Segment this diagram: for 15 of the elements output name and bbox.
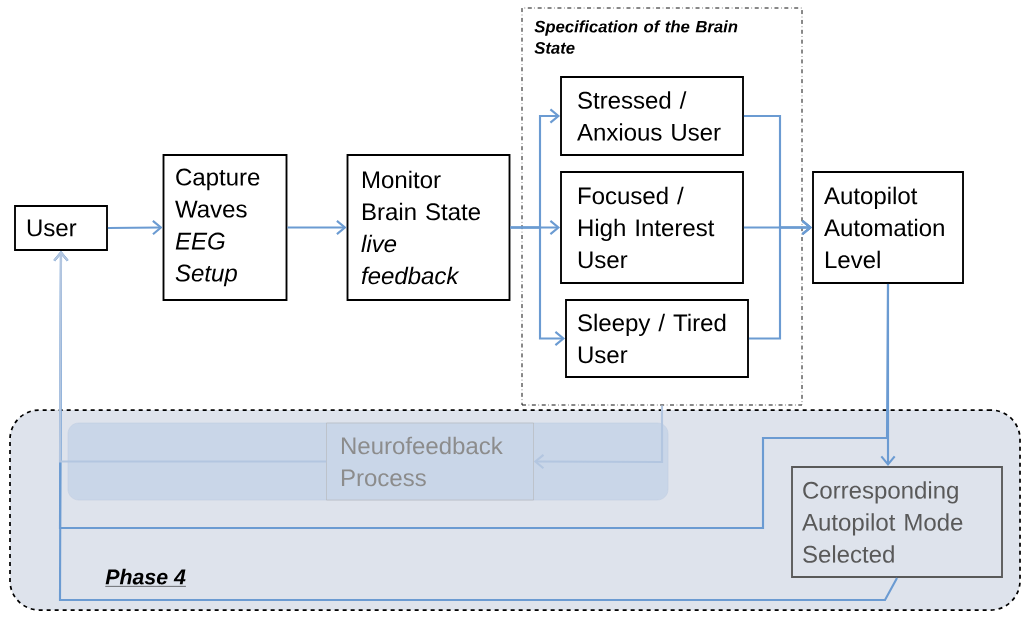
arrow [748, 220, 813, 340]
arrow [510, 226, 566, 346]
process-box: Monitor Brain State live feedback [346, 154, 511, 301]
process-box: Neurofeedback Process [326, 422, 534, 501]
process-box: User [14, 205, 108, 251]
process-box: Corresponding Autopilot Mode Selected [791, 466, 1003, 578]
process-box: Sleepy / Tired User [565, 299, 749, 378]
arrow [53, 250, 327, 463]
process-box: Stressed / Anxious User [560, 76, 744, 156]
arrow [287, 220, 347, 235]
arrow [533, 405, 664, 470]
process-box: Focused / High Interest User [560, 171, 744, 284]
process-box: Capture Waves EEG Setup [162, 154, 288, 301]
process-box: Autopilot Automation Level [812, 171, 964, 284]
arrow [107, 220, 163, 236]
